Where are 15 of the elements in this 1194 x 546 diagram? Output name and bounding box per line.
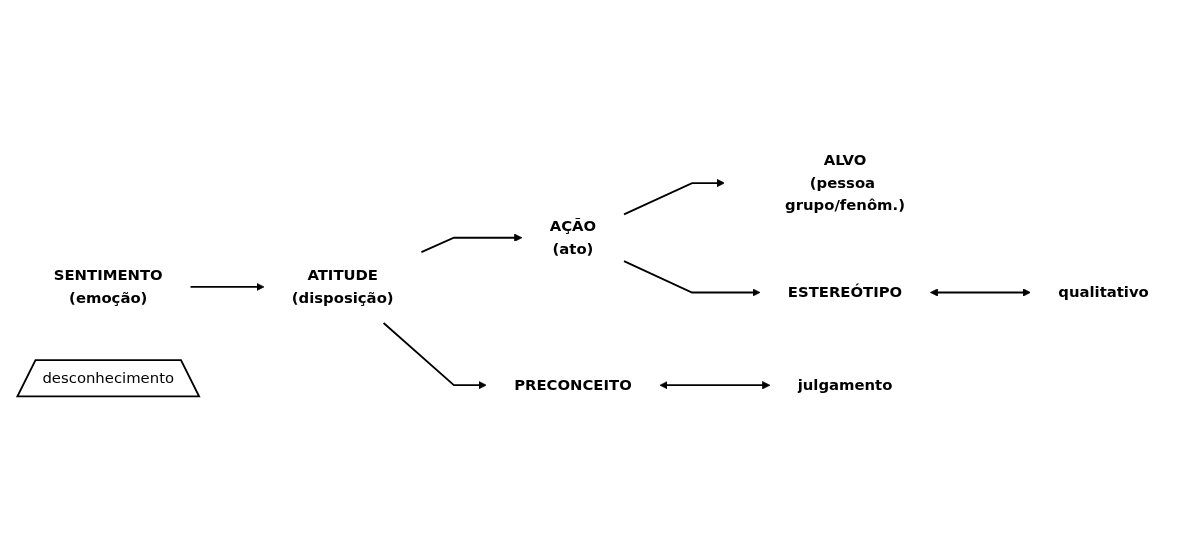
node-text: PRECONCEITO — [514, 375, 632, 394]
node-text: ATITUDE (disposição) — [291, 266, 394, 307]
arrow — [659, 381, 771, 390]
arrow — [189, 282, 265, 291]
arrow — [623, 179, 725, 216]
node-text: ESTEREÓTIPO — [787, 283, 903, 301]
node-text: SENTIMENTO (emoção) — [53, 266, 163, 307]
node-text: qualitativo — [1058, 283, 1149, 301]
arrow — [382, 322, 487, 390]
arrow — [930, 288, 1031, 297]
arrow — [623, 260, 761, 297]
node-text: julgamento — [797, 375, 893, 394]
arrow — [420, 233, 523, 254]
node-text: ALVO (pessoa grupo/fenôm.) — [785, 151, 905, 214]
node-text: AÇÃO (ato) — [549, 217, 597, 258]
